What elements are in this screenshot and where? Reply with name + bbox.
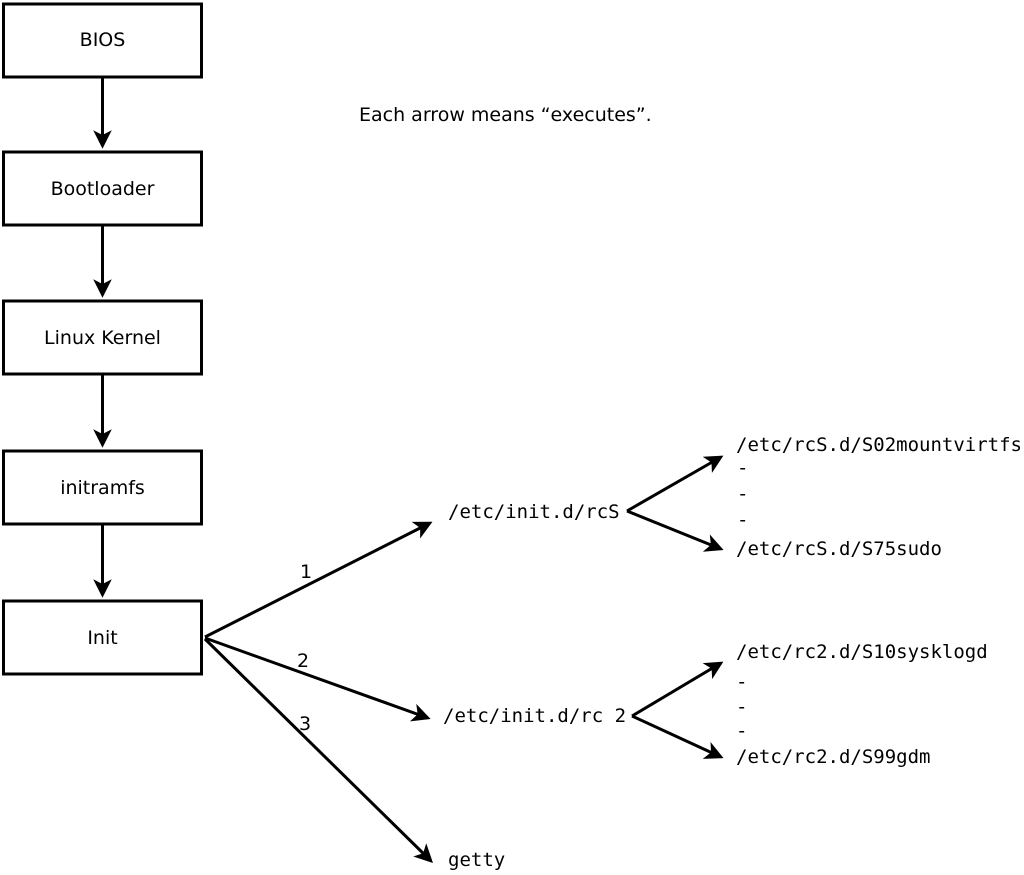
arrow-init-to-rcS — [204, 521, 433, 639]
rcS-child-dash-3: - — [737, 509, 748, 531]
box-bootloader-rect — [2, 150, 203, 227]
arrow-rc2-to-s99gdm — [631, 714, 724, 759]
box-init-label: Init — [87, 627, 117, 649]
box-init: Init — [2, 599, 203, 676]
rcS-child-dash-1: - — [737, 457, 748, 479]
rcS-child-s02mountvirtfs: /etc/rcS.d/S02mountvirtfs — [736, 434, 1022, 456]
box-bios-rect — [2, 2, 203, 79]
arrow-rcS-to-s02mountvirtfs — [626, 455, 724, 513]
box-initramfs-rect — [2, 449, 203, 526]
rcS-child-s75sudo: /etc/rcS.d/S75sudo — [736, 538, 942, 560]
box-bootloader: Bootloader — [2, 150, 203, 227]
box-bios-label: BIOS — [80, 29, 126, 51]
rc2-child-dash-3: - — [736, 720, 747, 742]
box-linux-kernel-label: Linux Kernel — [44, 327, 161, 349]
arrow-rc2-to-s10sysklogd — [631, 661, 724, 718]
arrow-init-to-getty — [203, 637, 433, 863]
box-bootloader-label: Bootloader — [51, 178, 155, 200]
arrow-label-3: 3 — [299, 713, 311, 735]
arrow-init-to-rc2 — [204, 636, 431, 722]
box-linux-kernel: Linux Kernel — [2, 299, 203, 376]
rcS-child-dash-2: - — [737, 483, 748, 505]
rc2-child-s10sysklogd: /etc/rc2.d/S10sysklogd — [736, 641, 988, 663]
note-text: Each arrow means “executes”. — [359, 104, 652, 126]
rc2-label: /etc/init.d/rc 2 — [443, 705, 626, 727]
box-initramfs: initramfs — [2, 449, 203, 526]
box-bios: BIOS — [2, 2, 203, 79]
arrow-label-2: 2 — [297, 650, 309, 672]
arrow-label-1: 1 — [300, 561, 312, 583]
rc2-child-dash-2: - — [736, 696, 747, 718]
rc2-child-s99gdm: /etc/rc2.d/S99gdm — [736, 746, 930, 768]
rcS-label: /etc/init.d/rcS — [448, 501, 620, 523]
getty-label: getty — [448, 849, 505, 871]
box-init-rect — [2, 599, 203, 676]
rc2-child-dash-1: - — [736, 671, 747, 693]
arrow-rcS-to-s75sudo — [626, 509, 724, 552]
box-initramfs-label: initramfs — [60, 477, 145, 499]
